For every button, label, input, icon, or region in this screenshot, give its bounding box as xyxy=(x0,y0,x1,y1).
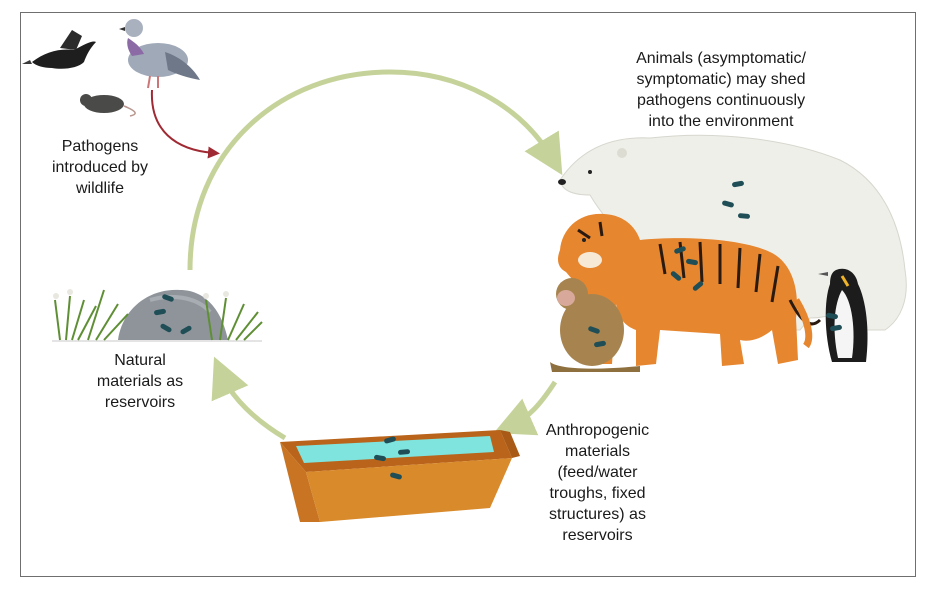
trough-icon xyxy=(280,430,520,522)
caption-wildlife: Pathogens introduced by wildlife xyxy=(51,138,149,197)
tiger-icon xyxy=(558,213,822,366)
rat-icon xyxy=(80,94,136,117)
crow-icon xyxy=(22,30,96,69)
rock-with-grass-icon xyxy=(52,289,263,342)
caption-natural-materials: Natural materials as reservoirs xyxy=(96,352,184,411)
pigeon-icon xyxy=(119,19,200,89)
intro-arrow xyxy=(150,89,220,159)
caption-animals: Animals (asymptomatic/ symptomatic) may … xyxy=(636,50,806,130)
penguin-icon xyxy=(818,268,868,362)
cycle-arrow-right xyxy=(493,380,558,436)
caption-anthropogenic-materials: Anthropogenic materials (feed/water trou… xyxy=(545,422,650,544)
cycle-arrow-left xyxy=(211,356,287,441)
cycle-arrow-top xyxy=(187,69,563,271)
